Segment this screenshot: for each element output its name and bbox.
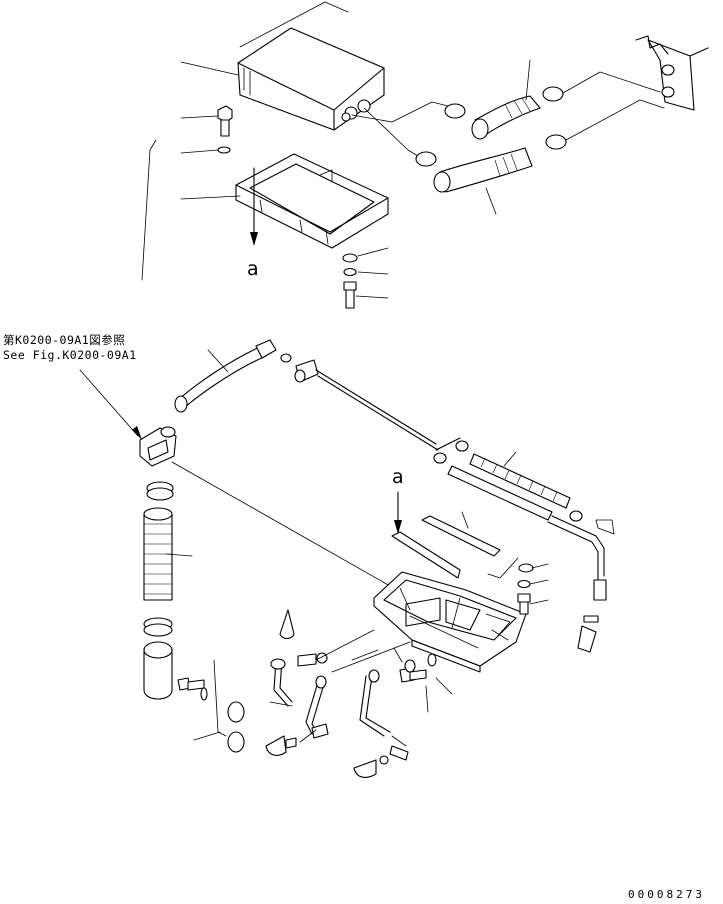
main-tray-assembly [373,571,527,673]
detail-marker-upper: a [247,258,259,280]
lower-leader-lines [165,349,549,747]
rubber-caps [265,609,377,778]
upper-hoses [415,71,665,193]
reference-note: 第K0200-09A1図参照 See Fig.K0200-09A1 [3,333,137,363]
plate-bracket [391,515,519,579]
bottom-left-fasteners [177,659,245,753]
lower-arrow-a [394,491,402,534]
small-air-box [139,426,391,587]
right-corrugated-hoses [447,453,615,653]
vertical-duct-parts [143,481,174,700]
upper-fasteners [217,105,358,309]
lower-drain-hoses [270,629,411,765]
upper-arrow-a [250,167,258,246]
control-box [237,27,385,131]
mounting-bracket-tray [235,153,389,249]
upper-leader-lines [141,1,531,299]
upper-hose-line-right [294,359,469,464]
reference-note-jp: 第K0200-09A1図参照 [3,333,126,347]
upper-hose-line-left [174,339,292,413]
box-to-bracket-wires [351,101,449,157]
tray-fasteners [399,563,534,683]
wall-bracket [635,35,709,111]
detail-marker-lower: a [392,466,404,488]
drawing-code: 00008273 [628,888,705,901]
reference-arrow [79,369,142,440]
reference-note-en: See Fig.K0200-09A1 [3,348,137,362]
